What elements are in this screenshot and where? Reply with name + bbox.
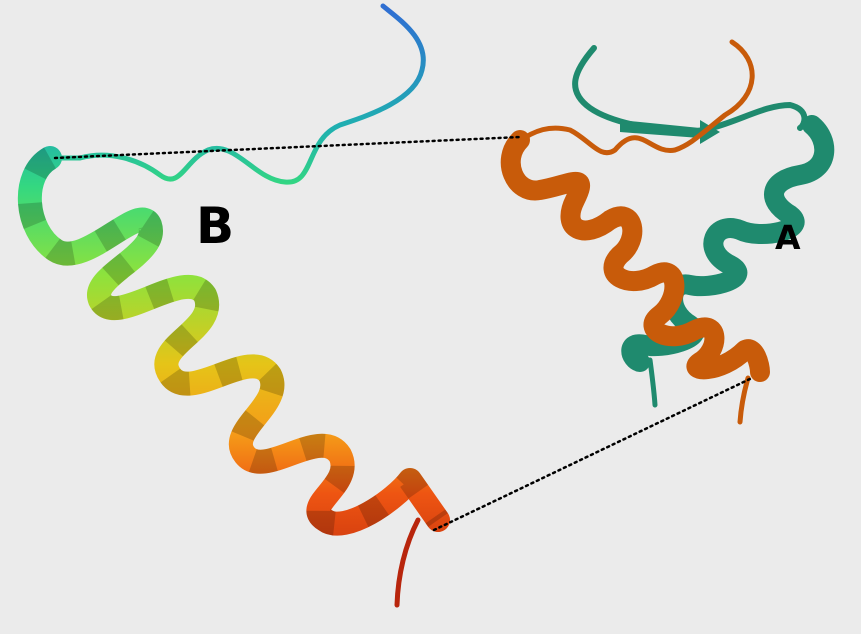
chain-a-strand-arrow	[620, 120, 720, 144]
chain-a-teal-tail	[647, 357, 658, 408]
chain-a-orange-loop	[515, 39, 755, 155]
chain-a-orange-tail	[737, 375, 751, 425]
chain-b-tail	[394, 517, 421, 608]
missing-segment-link-bottom	[432, 376, 754, 532]
missing-segment-link-top	[53, 135, 522, 160]
chain-b-helix-shading	[18, 147, 448, 536]
chain-b-helix	[18, 146, 450, 536]
chain-a-orange-helix	[500, 130, 770, 382]
chain-a-label: A	[775, 218, 801, 257]
chain-b-loop	[52, 3, 426, 185]
chain-a-teal-loop	[572, 45, 808, 135]
chain-b-label: B	[196, 197, 235, 255]
